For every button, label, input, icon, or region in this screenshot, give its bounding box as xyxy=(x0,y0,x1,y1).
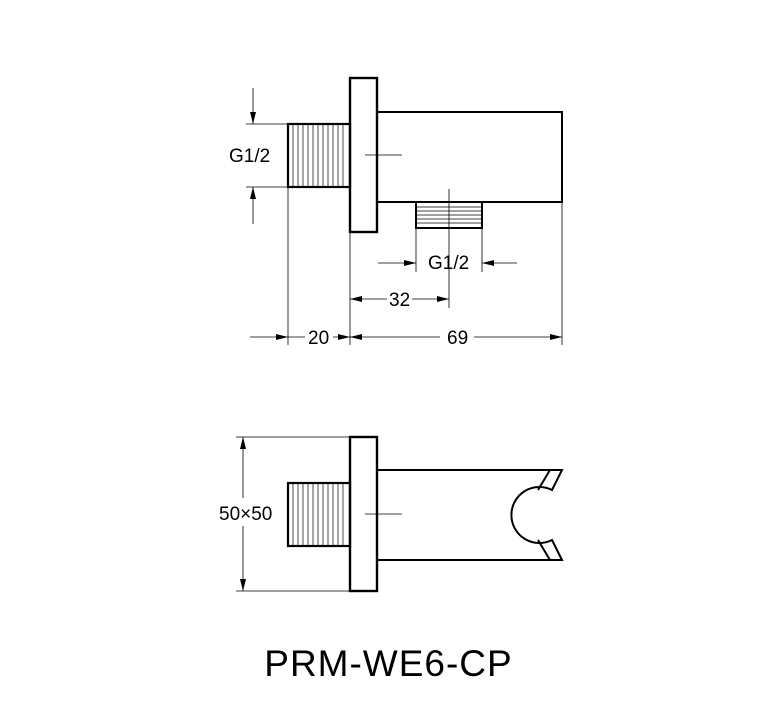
bottom-inlet-thread xyxy=(286,481,352,548)
top-inlet-thread-hatch xyxy=(292,124,344,187)
dim-inlet-thread xyxy=(246,88,288,224)
model-number: PRM-WE6-CP xyxy=(264,643,513,684)
bottom-inlet-thread-hatch xyxy=(292,483,344,546)
dim-inlet-thread-label: G1/2 xyxy=(229,146,270,167)
top-view: G1/2 G1/2 32 xyxy=(229,76,563,349)
dim-inlet-length-label: 20 xyxy=(308,328,329,349)
top-body xyxy=(376,111,563,203)
dim-outlet-thread-label: G1/2 xyxy=(428,253,469,274)
dim-outlet-thread xyxy=(378,228,517,272)
dim-outlet-offset-label: 32 xyxy=(389,290,410,311)
dim-flange-size xyxy=(236,436,350,592)
top-inlet-thread xyxy=(286,122,352,189)
bottom-holder-body xyxy=(377,469,564,561)
dim-body-length-label: 69 xyxy=(447,328,468,349)
dim-flange-size-label: 50×50 xyxy=(219,504,272,525)
bottom-holder-clip-bottom xyxy=(537,539,551,561)
dim-lengths xyxy=(250,187,563,345)
bottom-view: 50×50 xyxy=(219,435,564,593)
bottom-holder-clip-top xyxy=(537,469,551,491)
dim-outlet-offset xyxy=(349,232,449,345)
